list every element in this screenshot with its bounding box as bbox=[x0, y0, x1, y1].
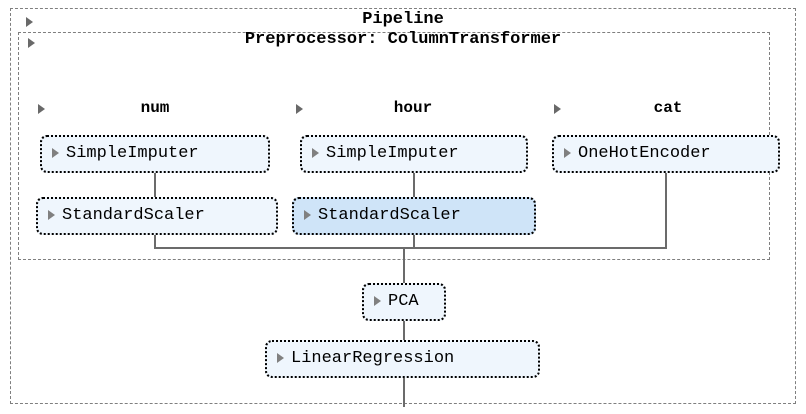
triangle-right-icon[interactable] bbox=[312, 148, 319, 158]
column-header-hour[interactable]: hour bbox=[288, 98, 538, 118]
estimator-box-standard-scaler-num[interactable]: StandardScaler bbox=[36, 197, 278, 235]
connector-line bbox=[403, 247, 405, 284]
estimator-label: StandardScaler bbox=[318, 206, 461, 225]
column-transformer-title: Preprocessor: ColumnTransformer bbox=[244, 30, 562, 49]
triangle-right-icon[interactable] bbox=[38, 104, 45, 114]
connector-line bbox=[154, 173, 156, 198]
connector-line bbox=[413, 173, 415, 198]
estimator-box-linear-regression[interactable]: LinearRegression bbox=[265, 340, 540, 378]
estimator-box-standard-scaler-hour[interactable]: StandardScaler bbox=[292, 197, 536, 235]
estimator-box-simple-imputer-hour[interactable]: SimpleImputer bbox=[300, 135, 528, 173]
estimator-label: PCA bbox=[388, 292, 419, 311]
column-label: cat bbox=[653, 99, 683, 117]
connector-merge-bar bbox=[154, 247, 667, 249]
connector-line bbox=[665, 173, 667, 249]
estimator-label: SimpleImputer bbox=[326, 144, 459, 163]
estimator-label: LinearRegression bbox=[291, 349, 455, 368]
triangle-right-icon[interactable] bbox=[277, 353, 284, 363]
estimator-box-pca[interactable]: PCA bbox=[362, 283, 446, 321]
triangle-right-icon[interactable] bbox=[28, 38, 35, 48]
estimator-label: SimpleImputer bbox=[66, 144, 199, 163]
pipeline-title: Pipeline bbox=[362, 10, 444, 29]
triangle-right-icon[interactable] bbox=[296, 104, 303, 114]
triangle-right-icon[interactable] bbox=[304, 210, 311, 220]
column-label: num bbox=[140, 99, 170, 117]
estimator-label: StandardScaler bbox=[62, 206, 205, 225]
estimator-box-one-hot-encoder[interactable]: OneHotEncoder bbox=[552, 135, 780, 173]
connector-line bbox=[403, 377, 405, 407]
connector-line bbox=[413, 235, 415, 249]
connector-line bbox=[403, 320, 405, 341]
triangle-right-icon[interactable] bbox=[52, 148, 59, 158]
triangle-right-icon[interactable] bbox=[554, 104, 561, 114]
column-label: hour bbox=[393, 99, 433, 117]
triangle-right-icon[interactable] bbox=[48, 210, 55, 220]
triangle-right-icon[interactable] bbox=[374, 296, 381, 306]
connector-line bbox=[154, 235, 156, 249]
triangle-right-icon[interactable] bbox=[564, 148, 571, 158]
estimator-box-simple-imputer-num[interactable]: SimpleImputer bbox=[40, 135, 270, 173]
triangle-right-icon[interactable] bbox=[26, 17, 33, 27]
column-header-cat[interactable]: cat bbox=[546, 98, 790, 118]
estimator-label: OneHotEncoder bbox=[578, 144, 711, 163]
column-header-num[interactable]: num bbox=[30, 98, 280, 118]
